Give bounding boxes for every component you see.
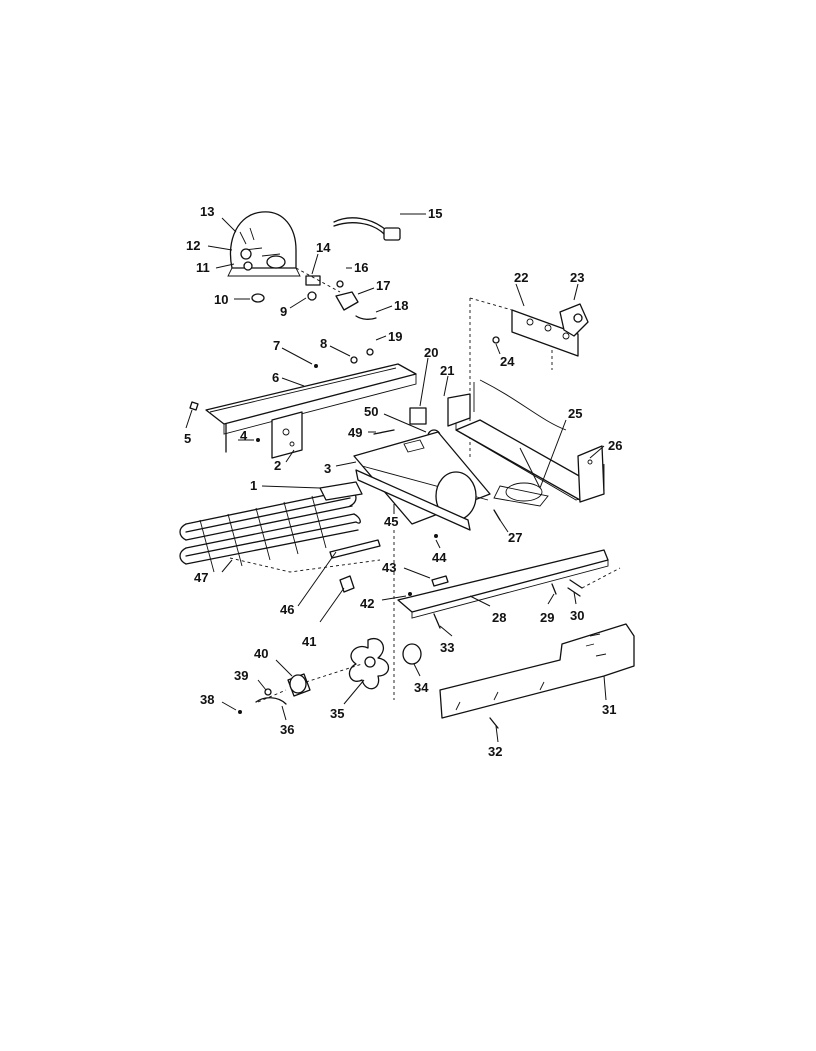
screw-24 [492, 336, 500, 344]
callout-label: 50 [364, 404, 378, 419]
callout-label: 9 [280, 304, 287, 319]
callout-label: 24 [500, 354, 515, 369]
callout-label: 42 [360, 596, 374, 611]
bracket-36 [255, 697, 287, 705]
callout-label: 17 [376, 278, 390, 293]
callout-label: 21 [440, 363, 454, 378]
screw-4 [256, 438, 260, 442]
callout-label: 38 [200, 692, 214, 707]
part-20 [409, 407, 427, 425]
callout-label: 43 [382, 560, 396, 575]
callout-label: 12 [186, 238, 200, 253]
callout-label: 5 [184, 431, 191, 446]
callout-label: 14 [316, 240, 331, 255]
callout-label: 25 [568, 406, 582, 421]
callout-label: 22 [514, 270, 528, 285]
callout-label: 11 [196, 260, 210, 275]
heater-47 [179, 489, 361, 573]
callout-label: 32 [488, 744, 502, 759]
callout-label: 20 [424, 345, 438, 360]
callout-label: 2 [274, 458, 281, 473]
callout-label: 16 [354, 260, 368, 275]
callout-label: 13 [200, 204, 214, 219]
callout-label: 8 [320, 336, 327, 351]
rail-6 [205, 363, 417, 435]
screw-5 [189, 401, 199, 411]
screw-30-dashline [581, 567, 621, 589]
callout-label: 35 [330, 706, 344, 721]
screws-7-8-19 [314, 348, 374, 368]
side-bracket-21 [447, 393, 471, 427]
callout-label: 4 [240, 428, 248, 443]
fan-dashline [257, 663, 363, 703]
callout-label: 29 [540, 610, 554, 625]
heater-1 [319, 481, 363, 501]
callouts: 13 12 11 10 9 14 15 16 17 18 7 8 19 6 20… [184, 204, 622, 759]
callout-label: 31 [602, 702, 616, 717]
grommet-34 [402, 643, 422, 665]
clip-43 [431, 575, 449, 587]
callout-label: 45 [384, 514, 398, 529]
screw-44 [434, 534, 438, 538]
callout-label: 28 [492, 610, 506, 625]
power-cord-15 [333, 217, 401, 241]
control-bracket-22 [511, 309, 579, 357]
callout-label: 23 [570, 270, 584, 285]
screw-38 [238, 710, 242, 714]
callout-label: 46 [280, 602, 294, 617]
drain-trough-46 [329, 539, 381, 559]
mounting-hardware-9-10 [251, 275, 321, 303]
bracket-2 [271, 411, 303, 459]
rail-45 [355, 469, 471, 531]
control-23 [559, 303, 589, 337]
callout-label: 10 [214, 292, 228, 307]
callout-label: 39 [234, 668, 248, 683]
clip-41 [339, 575, 355, 593]
end-bracket-26 [577, 445, 605, 503]
fan-blade-35 [348, 637, 390, 690]
callout-label: 34 [414, 680, 429, 695]
compressor [227, 211, 301, 277]
callout-label: 15 [428, 206, 442, 221]
screw-27 [493, 509, 501, 521]
rail-28 [397, 549, 609, 619]
callout-label: 6 [272, 370, 279, 385]
screw-33 [433, 613, 441, 629]
screw-30 [567, 579, 583, 597]
overload-relay-16-17-18 [335, 280, 377, 320]
callout-label: 40 [254, 646, 268, 661]
callout-label: 30 [570, 608, 584, 623]
callout-label: 7 [273, 338, 280, 353]
callout-label: 19 [388, 329, 402, 344]
screw-42 [408, 592, 412, 596]
fan-motor-40 [287, 673, 311, 697]
callout-label: 27 [508, 530, 522, 545]
callout-label: 3 [324, 461, 331, 476]
callout-label: 36 [280, 722, 294, 737]
callout-label: 44 [432, 550, 447, 565]
callout-label: 26 [608, 438, 622, 453]
screw-32 [489, 717, 499, 729]
callout-label: 41 [302, 634, 316, 649]
callout-label: 47 [194, 570, 208, 585]
fan-bracket-3 [353, 431, 491, 525]
clip-49 [373, 429, 395, 435]
callout-label: 1 [250, 478, 257, 493]
compressor-assembly-dashline [295, 267, 341, 293]
heater-dashline [229, 557, 381, 573]
kick-plate-31 [439, 623, 635, 719]
callout-label: 18 [394, 298, 408, 313]
screw-29 [551, 583, 557, 595]
callout-label: 49 [348, 425, 362, 440]
screw-39 [264, 688, 272, 696]
callout-label: 33 [440, 640, 454, 655]
